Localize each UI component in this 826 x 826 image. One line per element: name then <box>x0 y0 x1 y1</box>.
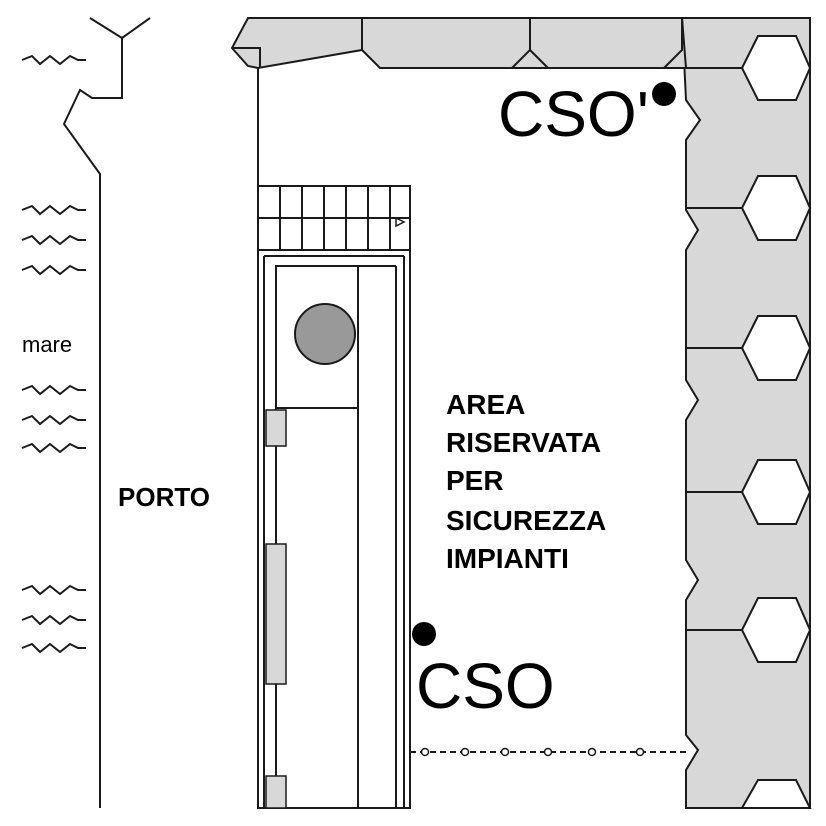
reserved-area-line: RISERVATA <box>446 427 601 458</box>
reserved-area-line: PER <box>446 465 504 496</box>
reserved-area-label: AREA RISERVATA PER SICUREZZA IMPIANTI <box>446 389 606 574</box>
cso-bottom-point <box>412 622 436 646</box>
cso-top-label: CSO' <box>498 78 649 150</box>
stairs-grid <box>257 185 411 251</box>
sea-label: mare <box>22 332 72 357</box>
fence-line <box>410 747 686 757</box>
port-quay-outline <box>62 17 259 808</box>
cso-top-point <box>652 82 676 106</box>
port-label: PORTO <box>118 482 210 512</box>
cso-bottom-label: CSO <box>416 650 555 722</box>
sea-waves <box>21 54 86 654</box>
reserved-area-line: AREA <box>446 389 525 420</box>
tank-circle <box>294 303 356 365</box>
equipment-blocks <box>265 409 287 809</box>
gray-paved-area <box>680 17 812 809</box>
top-paved-band <box>230 17 688 70</box>
reserved-area-line: IMPIANTI <box>446 543 569 574</box>
reserved-area-line: SICUREZZA <box>446 505 606 536</box>
